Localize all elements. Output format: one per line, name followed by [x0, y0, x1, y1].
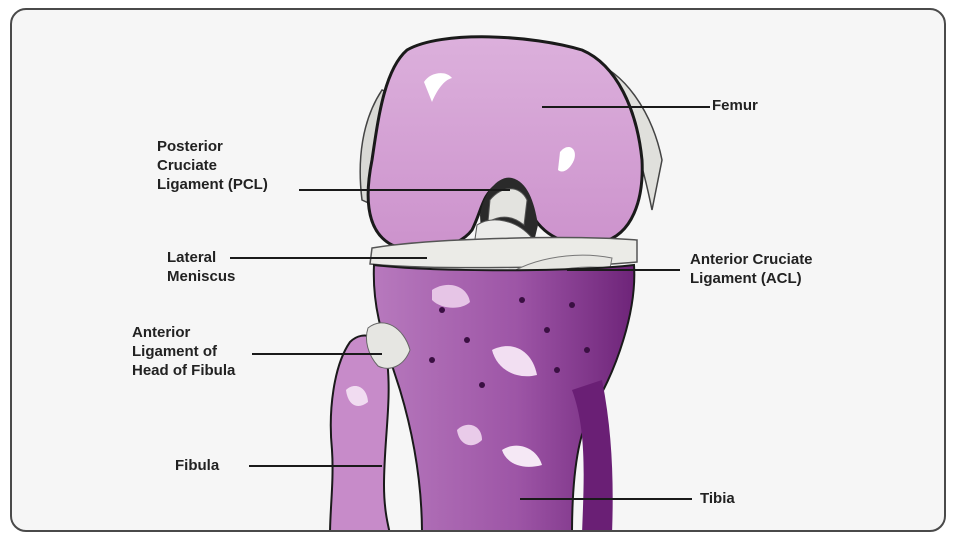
label-fibula: Fibula — [175, 456, 219, 475]
label-meniscus-line2: Meniscus — [167, 267, 235, 286]
label-acl: Anterior Cruciate Ligament (ACL) — [690, 250, 813, 288]
label-acl-line2: Ligament (ACL) — [690, 269, 813, 288]
label-meniscus-line1: Lateral — [167, 248, 235, 267]
label-tibia: Tibia — [700, 489, 735, 508]
label-fibula-ligament-line1: Anterior — [132, 323, 235, 342]
label-pcl-line1: Posterior — [157, 137, 268, 156]
label-pcl-line2: Cruciate — [157, 156, 268, 175]
label-acl-line1: Anterior Cruciate — [690, 250, 813, 269]
label-fibula-ligament-line2: Ligament of — [132, 342, 235, 361]
label-lateral-meniscus: Lateral Meniscus — [167, 248, 235, 286]
label-femur: Femur — [712, 96, 758, 115]
label-fibula-ligament-line3: Head of Fibula — [132, 361, 235, 380]
label-pcl: Posterior Cruciate Ligament (PCL) — [157, 137, 268, 194]
label-fibula-ligament: Anterior Ligament of Head of Fibula — [132, 323, 235, 380]
diagram-frame: Femur Posterior Cruciate Ligament (PCL) … — [10, 8, 946, 532]
label-pcl-line3: Ligament (PCL) — [157, 175, 268, 194]
